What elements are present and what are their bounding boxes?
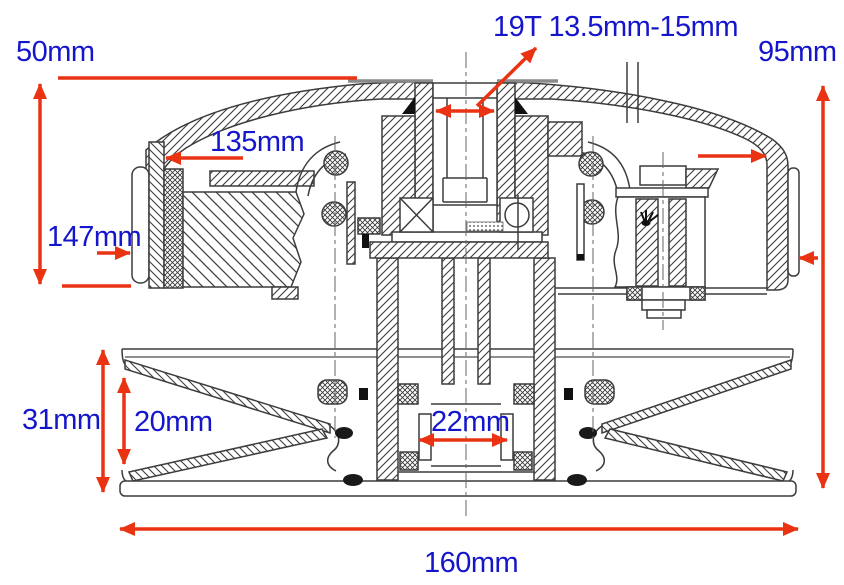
dimension-label-160mm: 160mm <box>424 547 519 579</box>
carrier-right <box>587 141 631 191</box>
base-plate <box>119 480 797 497</box>
lower-sheave-left <box>127 428 329 482</box>
hub-wall-left <box>376 257 399 481</box>
dimension-label-50mm: 50mm <box>16 36 95 68</box>
spring-coil <box>323 150 349 176</box>
cam-cap-hatch <box>685 168 720 189</box>
lower-sheave-right <box>603 428 789 482</box>
upper-sheave-left <box>124 358 331 435</box>
machine-drawing <box>119 52 800 516</box>
cam-bushing <box>635 198 659 287</box>
friction-lining <box>163 168 184 289</box>
shaft-sleeve-left <box>441 257 455 385</box>
dimension-arrows <box>33 46 830 536</box>
hub-cascade-right <box>547 121 583 157</box>
carrier-left <box>295 141 341 193</box>
dim-leader-spline <box>475 46 538 108</box>
dimension-label-31mm: 31mm <box>22 404 101 436</box>
spring-guide-right <box>576 183 585 261</box>
dimension-label-20mm: 20mm <box>134 406 213 438</box>
bushing-left <box>418 413 432 461</box>
hub-flange-top <box>391 231 543 243</box>
dimension-label-spline: 19T 13.5mm-15mm <box>493 11 739 43</box>
dimension-label-147mm: 147mm <box>47 221 142 253</box>
dimension-label-135mm: 135mm <box>210 126 305 158</box>
spring-seat-right <box>584 379 615 405</box>
dimension-label-95mm: 95mm <box>758 36 837 68</box>
spring-guide-left <box>346 181 356 265</box>
seal-block <box>513 451 533 471</box>
cam-bushing <box>668 198 687 287</box>
spring-coil <box>578 151 604 177</box>
drum-rim-lip-right <box>787 167 800 277</box>
hub-wall-right <box>533 257 556 481</box>
spring-coil <box>321 201 347 227</box>
hub-flange <box>369 241 549 259</box>
bearing-ball <box>504 202 530 228</box>
cam-washer <box>615 187 709 198</box>
seal-block <box>399 451 419 471</box>
knurl-washer <box>466 221 504 232</box>
dimension-label-22mm: 22mm <box>431 406 510 438</box>
drum-left-wall <box>148 141 165 289</box>
seal-block <box>397 383 419 405</box>
cam-body <box>613 196 706 288</box>
seal-block <box>513 383 535 405</box>
spring-seat-left <box>317 379 348 405</box>
seal-small-left <box>357 217 381 235</box>
upper-sheave-right <box>601 358 792 435</box>
clutch-shoe-block <box>182 191 305 288</box>
shoe-foot <box>271 286 299 300</box>
shaft-sleeve-right <box>477 257 491 385</box>
